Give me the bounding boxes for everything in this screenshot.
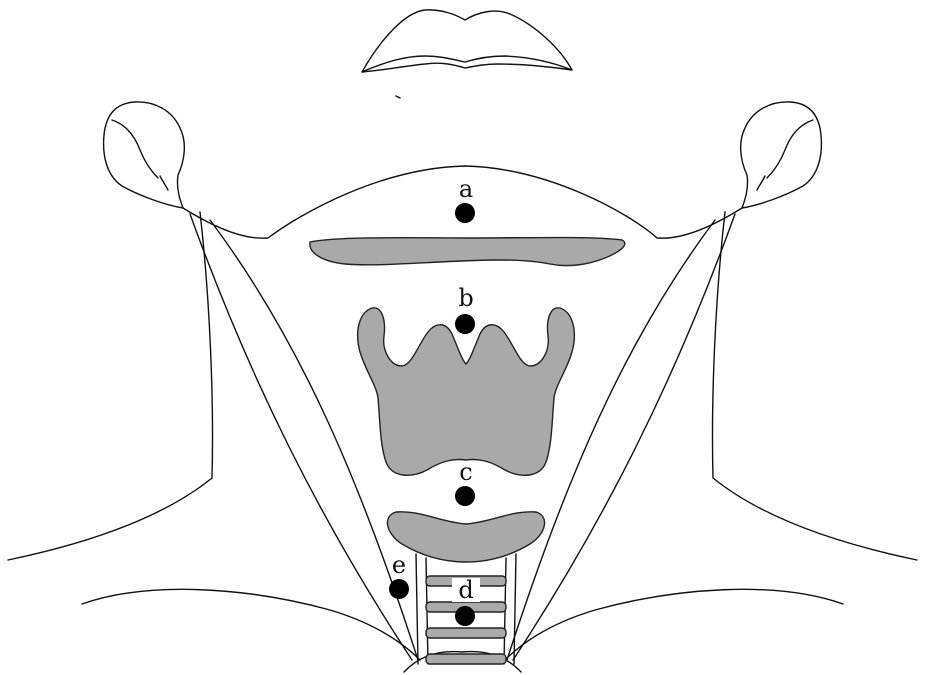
point-d-marker <box>455 606 475 626</box>
tracheal-ring <box>426 628 506 638</box>
left-clavicle <box>82 589 420 660</box>
left-muscle-line-outer <box>190 214 412 660</box>
point-a-label: a <box>459 175 473 203</box>
point-b: b <box>455 284 475 334</box>
point-d: d <box>452 576 480 626</box>
mouth <box>362 10 572 72</box>
point-a: a <box>455 175 475 223</box>
right-ear <box>741 102 822 208</box>
point-d-label: d <box>458 576 473 604</box>
point-a-marker <box>455 203 475 223</box>
point-e-marker <box>389 579 409 599</box>
point-c-label: c <box>459 458 472 486</box>
cricoid-cartilage <box>387 512 544 562</box>
neck-left-side <box>8 212 213 560</box>
hyoid-bone <box>310 238 625 266</box>
point-c-marker <box>455 486 475 506</box>
left-ear <box>104 102 185 208</box>
tracheal-ring <box>426 654 506 664</box>
neck-right-side <box>713 212 918 560</box>
chin-mark <box>396 96 400 98</box>
point-b-marker <box>455 314 475 334</box>
right-clavicle <box>505 589 843 660</box>
point-e-label: e <box>392 551 406 579</box>
point-b-label: b <box>458 284 473 312</box>
point-c: c <box>455 458 475 506</box>
point-e: e <box>389 551 409 599</box>
